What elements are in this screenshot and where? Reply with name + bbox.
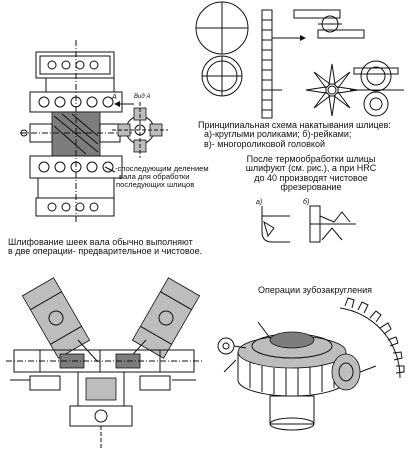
schemes-caption-line-2: а)-круглыми роликами; б)-рейками; bbox=[204, 129, 352, 140]
schemes-label-b: б) bbox=[303, 199, 310, 206]
fixture-caption-line-2: вала для обработки bbox=[119, 171, 190, 181]
grinding-heading: Шлифование шеек вала обычно выполняют в … bbox=[8, 237, 203, 257]
fixture-label-view-a: Вид А bbox=[134, 94, 151, 100]
schemes-caption: Принципиальная схема накатывания шлицев:… bbox=[198, 120, 391, 149]
finishing-note-line-4: фрезерование bbox=[280, 182, 342, 193]
fixture-caption: -споследующим делением вала для обработк… bbox=[115, 165, 209, 189]
finishing-note-line-2: шлифуют (см. рис.), а при HRC bbox=[245, 163, 377, 174]
finishing-note-line-3: до 40 производят чистовое bbox=[254, 172, 368, 183]
grinding-heading-line-2: в две операции- предварительное и чистов… bbox=[8, 246, 203, 257]
fixture-caption-line-1: -споследующим делением bbox=[115, 164, 209, 173]
fixture-caption-line-3: последующих шлицов bbox=[116, 179, 195, 189]
schemes-caption-line-1: Принципиальная схема накатывания шлицев: bbox=[198, 120, 391, 130]
finishing-note: После термообработки шлицы шлифуют (см. … bbox=[226, 154, 396, 193]
schemes-caption-line-3: в)- многороликовой головкой bbox=[204, 138, 325, 149]
schemes-label-a: а) bbox=[256, 199, 263, 206]
fixture-label-a: А bbox=[112, 94, 117, 101]
finishing-note-line-1: После термообработки шлицы bbox=[246, 154, 376, 164]
tooth-rounding-heading: Операции зубозакругления bbox=[258, 285, 372, 295]
grinding-heading-line-1: Шлифование шеек вала обычно выполняют bbox=[8, 237, 193, 247]
